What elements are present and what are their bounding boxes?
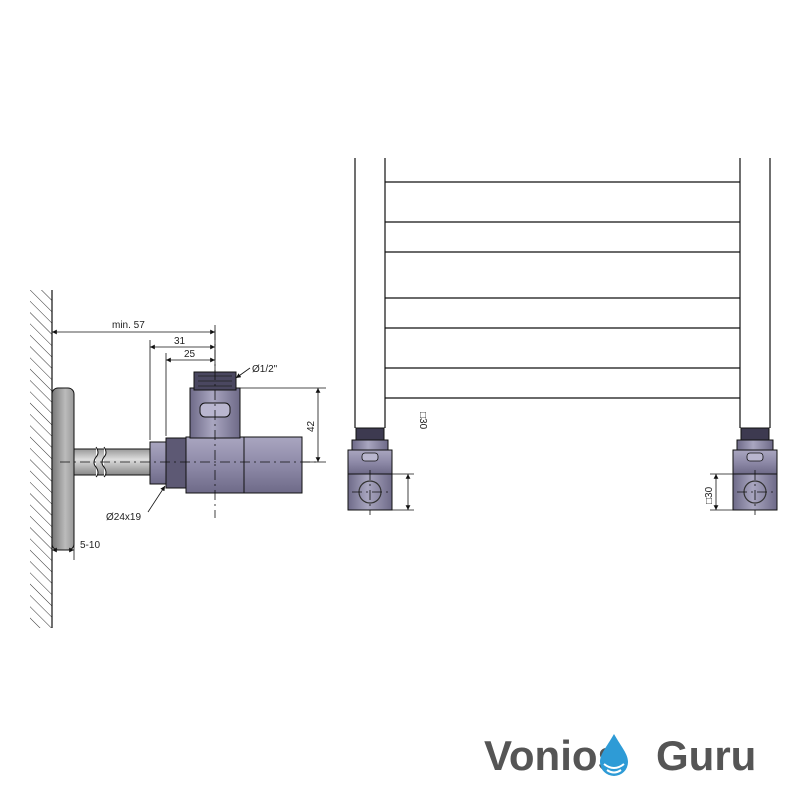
dim-height-42: 42 <box>306 420 317 432</box>
towel-radiator <box>354 158 771 428</box>
vonios-guru-logo: Vonios Guru <box>484 732 756 779</box>
dim-square-right-lines <box>710 473 733 511</box>
logo-text-vonios: Vonios <box>484 732 621 779</box>
logo-text-guru: Guru <box>656 732 756 779</box>
compression-nut <box>149 437 187 489</box>
dim-square-left-lines <box>392 473 414 511</box>
dimension-lines <box>52 325 326 560</box>
wall <box>30 290 53 628</box>
radiator-valve-right <box>732 427 778 515</box>
dim-square-left: □30 <box>417 412 428 430</box>
dim-25: 25 <box>184 349 196 360</box>
dim-31: 31 <box>174 336 186 347</box>
valve-body-side <box>185 371 303 494</box>
wall-rosette <box>51 387 75 551</box>
dim-min-57: min. 57 <box>112 320 145 331</box>
dim-pipe: Ø24x19 <box>106 512 141 523</box>
water-drop-icon <box>600 734 628 776</box>
dim-wall-gap: 5-10 <box>80 540 100 551</box>
radiator-valve-left <box>347 427 393 515</box>
dim-thread: Ø1/2" <box>252 364 278 375</box>
dim-square-right: □30 <box>704 486 715 504</box>
